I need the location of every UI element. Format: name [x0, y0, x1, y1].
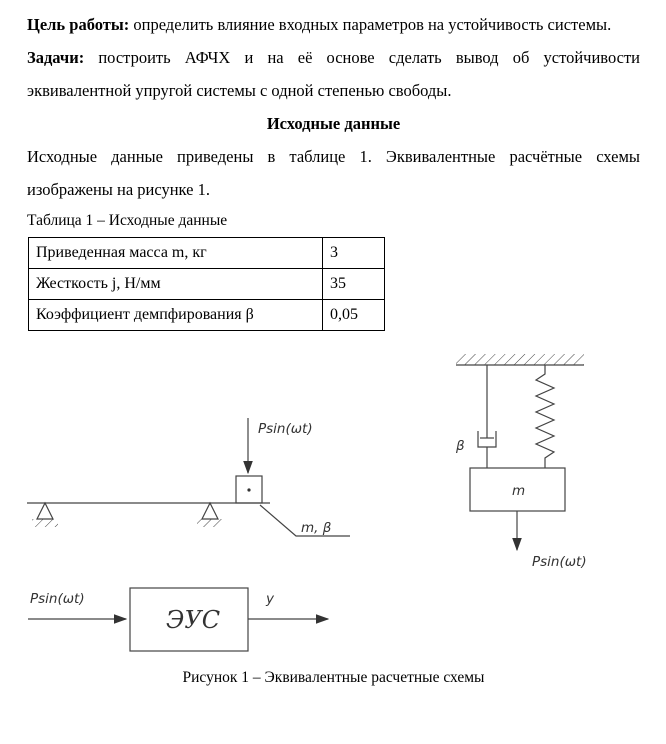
row-value: 35: [322, 268, 385, 300]
block-scheme: Psin(ωt) ЭУС y: [28, 587, 330, 652]
beam-mass-scheme: Psin(ωt) m, β: [27, 418, 350, 537]
damper-label: β: [455, 438, 465, 454]
table-caption: Таблица 1 – Исходные данные: [27, 212, 228, 229]
row-value: 3: [322, 237, 385, 269]
row-label: Жесткость j, Н/мм: [28, 268, 323, 300]
goal-text: определить влияние входных параметров на…: [129, 15, 612, 34]
spring-symbol: [534, 365, 556, 468]
table-row: Приведенная масса m, кг 3: [28, 237, 385, 269]
ceiling-hatch: [456, 354, 584, 365]
table-row: Жесткость j, Н/мм 35: [28, 268, 385, 300]
pin-support: [32, 501, 58, 527]
block-output-label: y: [265, 591, 275, 607]
spring-damper-scheme: β m Psin(ωt): [455, 354, 587, 570]
document-page: Цель работы: определить влияние входных …: [27, 8, 640, 691]
paragraph-intro: Исходные данные приведены в таблице 1. Э…: [27, 147, 640, 199]
spring-force-label: Psin(ωt): [532, 554, 587, 570]
tasks-text: построить АФЧХ и на её основе сделать вы…: [27, 48, 640, 100]
block-input-label: Psin(ωt): [30, 591, 85, 607]
goal-lead: Цель работы:: [27, 15, 130, 34]
tasks-lead: Задачи:: [27, 48, 85, 67]
section-heading: Исходные данные: [266, 114, 401, 133]
row-label: Приведенная масса m, кг: [28, 237, 323, 269]
row-label: Коэффициент демпфирования β: [28, 299, 323, 331]
damper-symbol: [477, 365, 497, 468]
block-name: ЭУС: [166, 606, 220, 634]
figure-caption: Рисунок 1 – Эквивалентные расчетные схем…: [182, 669, 485, 686]
mass-label: m: [512, 483, 525, 499]
paragraph-goal: Цель работы: определить влияние входных …: [27, 8, 640, 41]
figure-1: Psin(ωt) m, β: [27, 345, 640, 691]
pin-support: [197, 501, 223, 527]
beam-force-label: Psin(ωt): [258, 421, 313, 437]
beam-mass-label: m, β: [301, 520, 332, 536]
schemes-drawing: Psin(ωt) m, β: [27, 354, 587, 652]
mass-dot: [247, 488, 251, 492]
row-value: 0,05: [322, 299, 385, 331]
table-row: Коэффициент демпфирования β 0,05: [28, 299, 385, 331]
leader-line: [259, 504, 350, 537]
paragraph-tasks: Задачи: построить АФЧХ и на её основе сд…: [27, 41, 640, 107]
input-data-table: Приведенная масса m, кг 3 Жесткость j, Н…: [28, 237, 385, 331]
